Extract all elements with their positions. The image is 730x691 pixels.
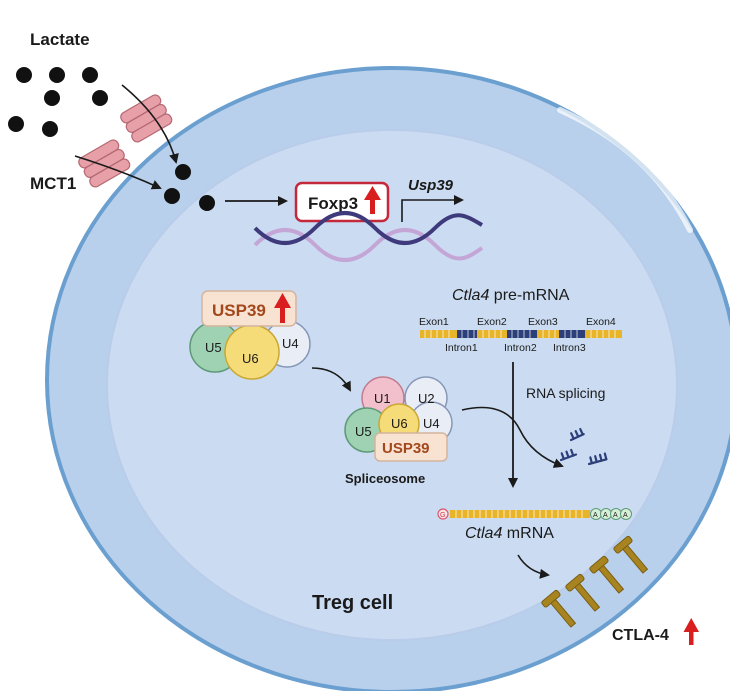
exon4-label: Exon4 — [586, 316, 616, 328]
mrna-cap-label: G — [440, 512, 445, 519]
usp39-up-arrow-icon — [274, 293, 291, 323]
dna-strand-b — [253, 228, 484, 262]
rna-splicing-label: RNA splicing — [526, 385, 605, 401]
foxp3-label: Foxp3 — [308, 194, 358, 213]
lactate-transport-arrow-upper — [121, 84, 179, 164]
mct1-transporter-upper — [120, 94, 173, 143]
usp39-transcription-arrow — [401, 195, 464, 222]
snrnp-u4-free-label: U4 — [282, 336, 299, 351]
snrnp-u6-free-label: U6 — [242, 351, 259, 366]
mature-mrna-strand — [450, 510, 590, 518]
snrnp-u5-free-label: U5 — [205, 340, 222, 355]
ctla4-receptors — [541, 535, 649, 628]
foxp3-box — [294, 181, 390, 223]
poly-a-1: A — [593, 512, 598, 519]
spliceosome-usp39-box — [374, 432, 448, 462]
treg-cell-label: Treg cell — [312, 592, 393, 614]
lactate-transport-arrow-lower — [74, 155, 162, 190]
dna-strand-a — [253, 211, 484, 245]
mct1-label: MCT1 — [30, 174, 76, 193]
intracellular-lactate — [164, 164, 215, 211]
lactate-label: Lactate — [30, 30, 90, 49]
exon3-label: Exon3 — [528, 316, 558, 328]
ctla4-mrna-gene: Ctla4 — [465, 525, 502, 542]
ctla4-up-arrow-icon — [683, 618, 699, 645]
assembly-arrow — [311, 367, 351, 392]
intron1-label: Intron1 — [445, 342, 478, 354]
ctla4-premrna-gene: Ctla4 — [452, 287, 489, 304]
intron2-label: Intron2 — [504, 342, 537, 354]
spliceosome-u1-label: U1 — [374, 391, 391, 406]
intron-removal-arrow — [461, 406, 564, 468]
exon1-label: Exon1 — [419, 316, 449, 328]
spliceosome-u5-label: U5 — [355, 424, 372, 439]
usp39-protein-label: USP39 — [212, 301, 266, 320]
excised-introns — [559, 427, 608, 466]
ctla4-premrna-suffix: pre-mRNA — [489, 287, 569, 304]
spliceosome-usp39-label: USP39 — [382, 440, 430, 457]
poly-a-4: A — [623, 512, 628, 519]
ctla4-mrna-title: Ctla4 mRNA — [465, 525, 554, 542]
translation-arrow — [517, 554, 550, 579]
spliceosome-label: Spliceosome — [345, 471, 425, 486]
poly-a-2: A — [603, 512, 608, 519]
poly-a-tail: A A A A — [590, 508, 632, 520]
cell-highlight — [557, 107, 693, 233]
intron3-label: Intron3 — [553, 342, 586, 354]
spliceosome-u6-label: U6 — [391, 416, 408, 431]
mrna-cap — [437, 508, 449, 520]
ctla4-protein-label: CTLA-4 — [612, 627, 669, 644]
mature-mrna-ticks — [455, 510, 583, 518]
spliceosome-u2-label: U2 — [418, 391, 435, 406]
spliceosome-u4-label: U4 — [423, 416, 440, 431]
lactate-molecules — [8, 67, 108, 137]
usp39-protein-box — [201, 290, 297, 327]
ctla4-premrna-title: Ctla4 pre-mRNA — [452, 287, 570, 304]
exon2-label: Exon2 — [477, 316, 507, 328]
usp39-gene-label: Usp39 — [408, 177, 454, 194]
premrna-strand — [420, 330, 622, 338]
mct1-transporter-lower — [78, 139, 131, 188]
foxp3-up-arrow-icon — [364, 186, 381, 214]
ctla4-mrna-suffix: mRNA — [502, 525, 554, 542]
poly-a-3: A — [613, 512, 618, 519]
